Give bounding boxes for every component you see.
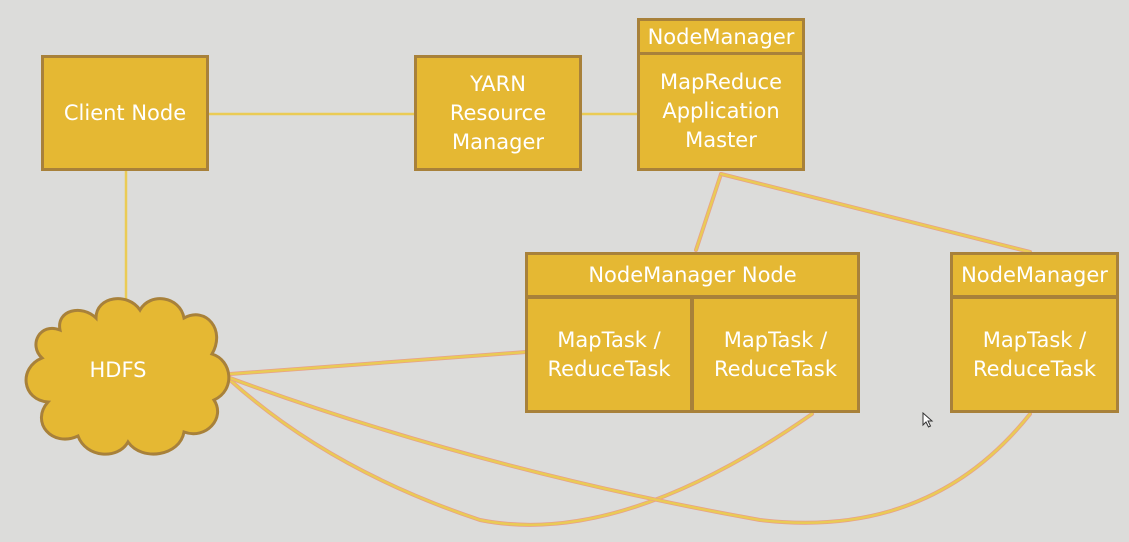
hdfs-cloud-icon (24, 297, 231, 456)
appmaster-nodemanager-header: NodeManager (637, 18, 805, 55)
client-node-box: Client Node (41, 55, 209, 171)
worker2-nodemanager-header: NodeManager (950, 252, 1119, 298)
yarn-resource-manager-box: YARN Resource Manager (414, 55, 582, 171)
worker1-nodemanager-header: NodeManager Node (525, 252, 860, 298)
client-node-label: Client Node (63, 100, 187, 125)
mouse-cursor-icon (922, 412, 934, 428)
appmaster-box: MapReduce Application Master (637, 55, 805, 171)
worker2-nodemanager-label: NodeManager (961, 263, 1108, 287)
appmaster-label: MapReduce Application Master (660, 70, 782, 152)
worker1-nodemanager-label: NodeManager Node (588, 263, 797, 287)
yarn-resource-manager-label: YARN Resource Manager (449, 71, 547, 154)
appmaster-nodemanager-label: NodeManager (647, 24, 795, 49)
hdfs-label: HDFS (89, 358, 147, 382)
worker1-task-1-label: MapTask / ReduceTask (547, 327, 671, 381)
worker1-task-2-label: MapTask / ReduceTask (714, 327, 837, 381)
worker1-task-2: MapTask / ReduceTask (691, 296, 860, 413)
worker2-task-1-label: MapTask / ReduceTask (973, 327, 1096, 381)
worker1-task-1: MapTask / ReduceTask (525, 296, 693, 413)
worker2-task-1: MapTask / ReduceTask (950, 296, 1119, 413)
